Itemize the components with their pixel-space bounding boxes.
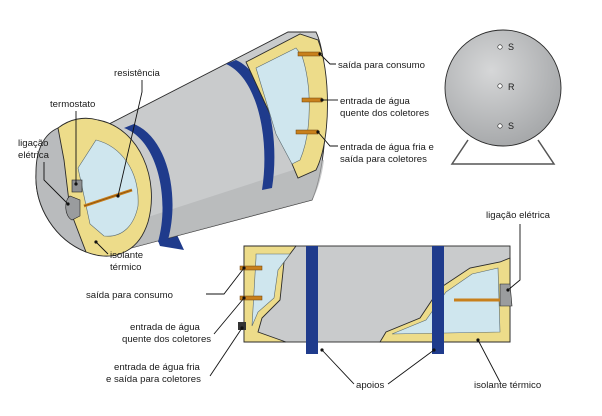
end-view-stand <box>450 139 556 165</box>
end-view: S R S <box>444 29 562 165</box>
label-isolante-1: isolante <box>110 250 143 261</box>
section-electrical-connection <box>499 283 513 307</box>
label-ligacao-2: elétrica <box>18 150 50 161</box>
label-entrada-fria-top-2: saída para coletores <box>340 154 427 165</box>
label-saida-consumo-bottom: saída para consumo <box>86 290 173 301</box>
leader-saida-top <box>319 53 336 65</box>
pipe-consumo <box>239 265 263 271</box>
leader-apoios-left <box>321 349 355 385</box>
label-entrada-quente-bottom-2: quente dos coletores <box>122 334 211 345</box>
pipe-fria <box>238 322 246 330</box>
pipe-quente <box>239 295 263 301</box>
leader-isolante-bottom <box>477 339 501 383</box>
cutaway-cylinder-view: resistência termostato ligação elétrica … <box>18 31 434 273</box>
label-termostato: termostato <box>50 99 95 110</box>
leader-fria-top <box>317 131 338 147</box>
leader-quente-bottom <box>213 297 245 335</box>
leader-saida-bottom <box>206 267 245 295</box>
leader-resistencia <box>117 80 143 197</box>
left-end-cap <box>35 127 87 253</box>
section-right-water <box>391 267 501 335</box>
left-end-water <box>77 139 139 237</box>
label-ligacao-eletrica-right: ligação elétrica <box>486 210 551 221</box>
label-saida-consumo-top: saída para consumo <box>338 60 425 71</box>
section-support-right <box>432 246 444 354</box>
electrical-connection <box>65 195 81 221</box>
leader-fria-bottom <box>209 327 243 377</box>
leader-ligacao-right <box>507 224 521 291</box>
leader-ligacao <box>43 162 69 205</box>
label-entrada-quente-top-2: quente dos coletores <box>340 108 429 119</box>
end-view-label-s-top: S <box>508 42 514 52</box>
label-entrada-fria-bottom-1: entrada de água fria <box>114 362 201 373</box>
label-isolante-termico-bottom: isolante térmico <box>474 380 541 391</box>
heating-resistance-inner <box>83 189 133 207</box>
section-support-left <box>306 246 318 354</box>
end-view-label-s-bottom: S <box>508 121 514 131</box>
end-view-label-r: R <box>508 82 515 92</box>
thermostat-box <box>71 179 83 193</box>
leader-apoios-right <box>387 349 435 385</box>
label-entrada-fria-bottom-2: e saída para coletores <box>106 374 201 385</box>
label-isolante-2: térmico <box>110 262 141 273</box>
side-section-view: saída para consumo entrada de água quent… <box>86 210 551 391</box>
label-ligacao-1: ligação <box>18 138 48 149</box>
leader-isolante <box>95 241 109 255</box>
label-entrada-quente-top-1: entrada de água <box>340 96 411 107</box>
label-resistencia: resistência <box>114 68 161 79</box>
end-view-disc <box>444 29 562 147</box>
label-entrada-fria-top-1: entrada de água fria e <box>340 142 434 153</box>
label-apoios: apoios <box>356 380 384 391</box>
label-entrada-quente-bottom-1: entrada de água <box>130 322 201 333</box>
band-front <box>124 124 173 242</box>
